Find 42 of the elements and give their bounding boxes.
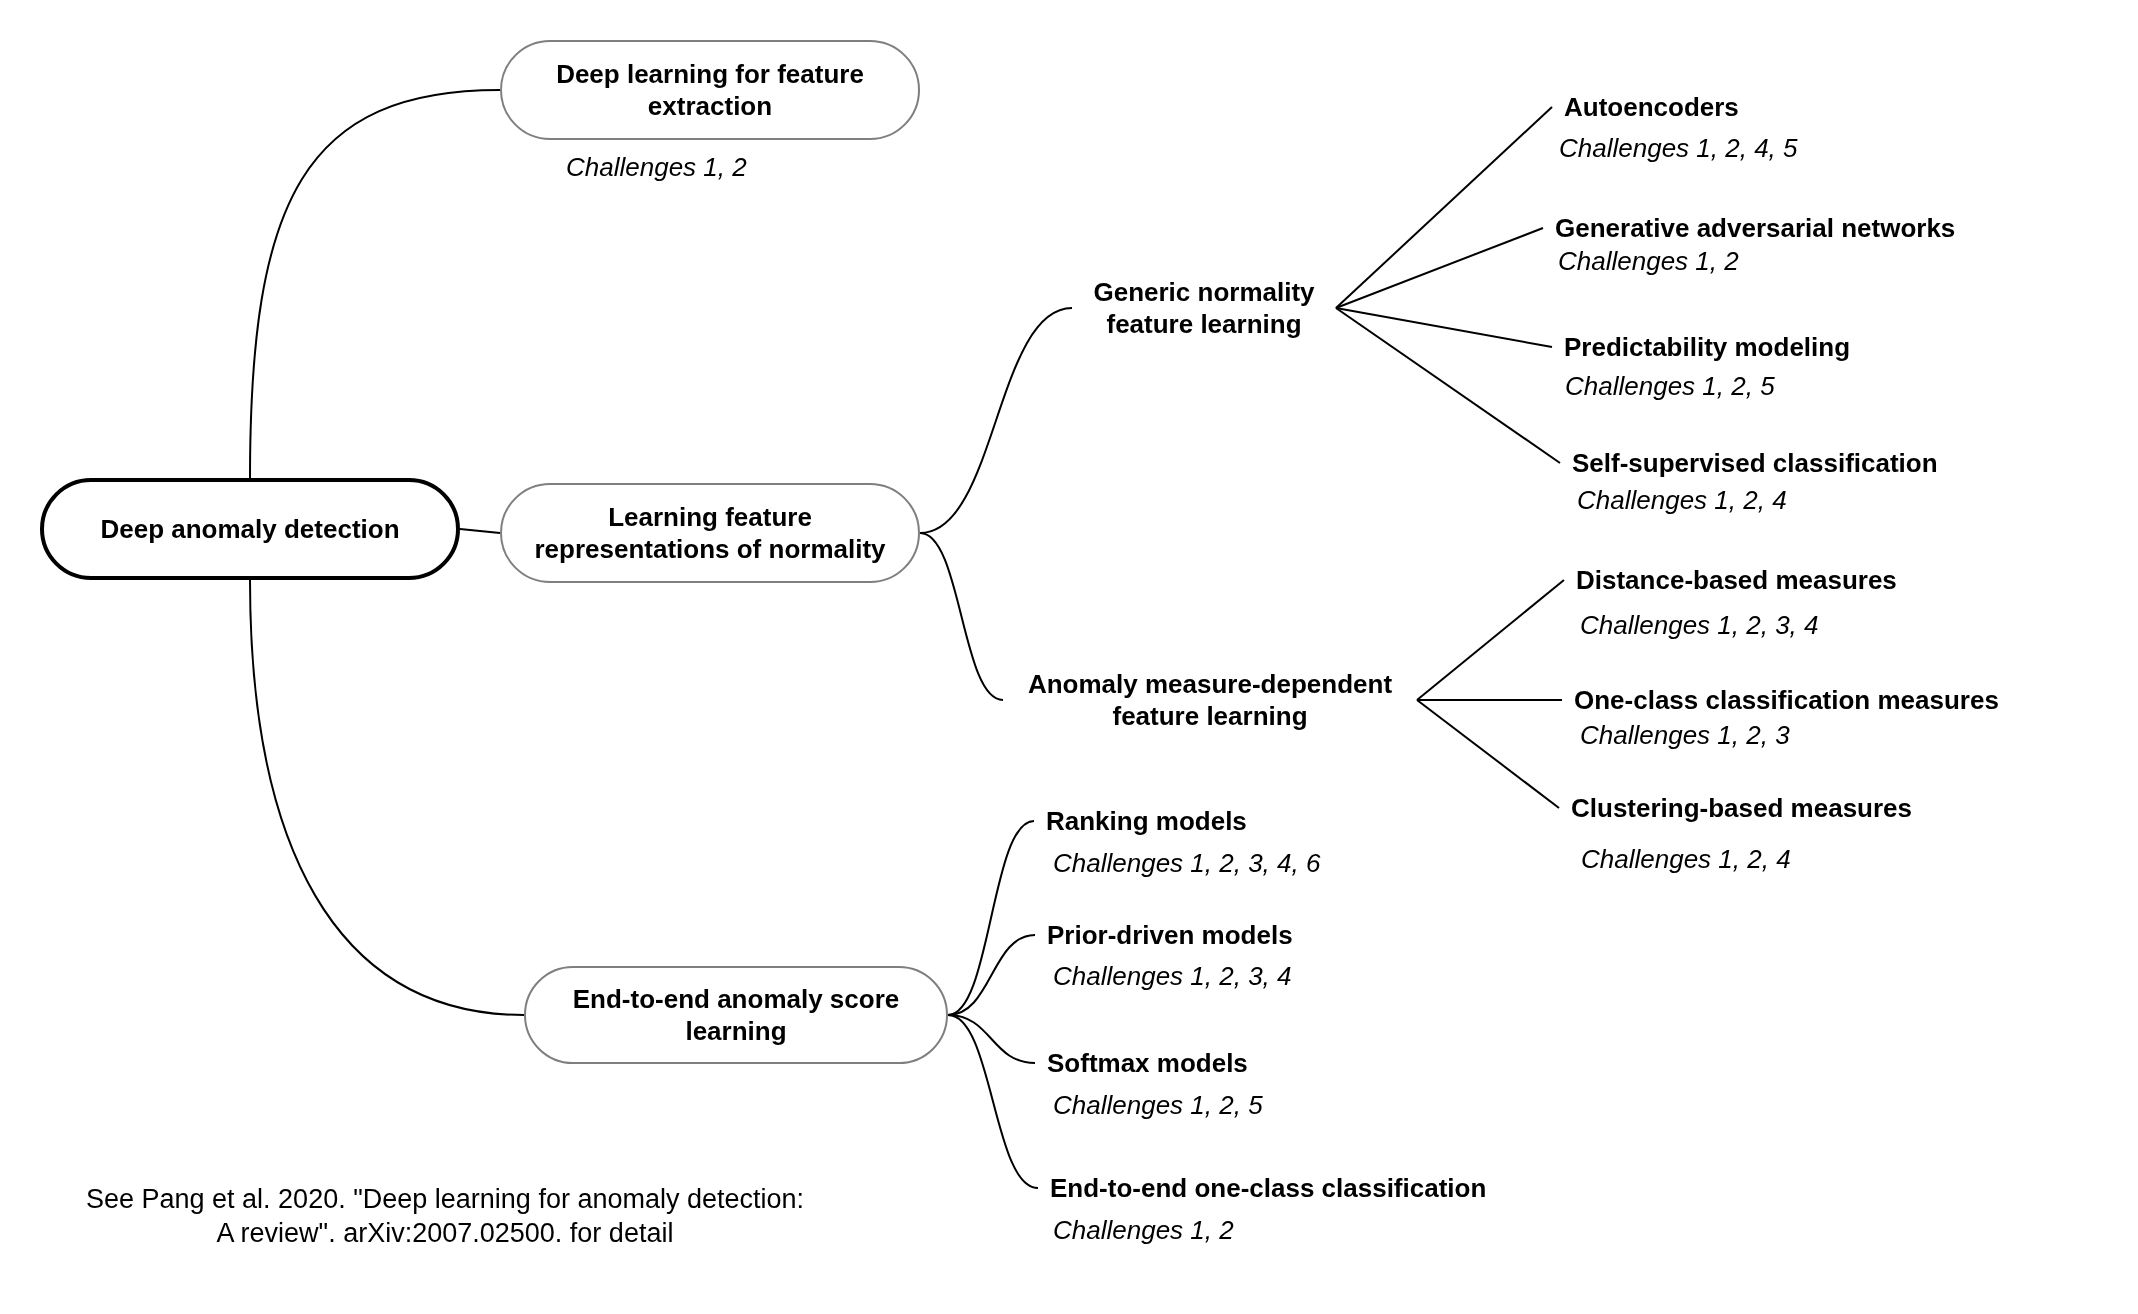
method-label: Prior-driven models (1035, 919, 1305, 951)
challenges-note: Challenges 1, 2, 3 (1580, 719, 1790, 751)
challenges-note: Challenges 1, 2, 4, 5 (1559, 132, 1798, 164)
connector-line (1416, 699, 1560, 809)
connector-line (919, 532, 1004, 701)
method-label: Self-supervised classification (1560, 447, 1950, 479)
method-label: End-to-end one-class classification (1038, 1172, 1499, 1204)
connector-line (1335, 307, 1561, 464)
connector-line (459, 528, 501, 534)
challenges-note: Challenges 1, 2, 5 (1565, 370, 1775, 402)
connector-line (947, 1014, 1039, 1189)
branch-topic-pill: Deep learning for feature extraction (500, 40, 920, 140)
connector-line (1416, 579, 1565, 701)
challenges-note: Challenges 1, 2 (1053, 1214, 1234, 1246)
connector-line (1335, 227, 1544, 309)
connector-line (1335, 106, 1553, 309)
method-label: Distance-based measures (1564, 564, 1909, 596)
branch-topic-pill: Learning feature representations of normality (500, 483, 920, 583)
method-label: One-class classification measures (1562, 684, 2011, 716)
challenges-note: Challenges 1, 2, 4 (1581, 843, 1791, 875)
connector-line (1416, 699, 1563, 701)
method-label: Ranking models (1034, 805, 1259, 837)
method-label: Predictability modeling (1552, 331, 1863, 363)
challenges-note: Challenges 1, 2 (1558, 245, 1739, 277)
citation-note: See Pang et al. 2020. "Deep learning for anomaly detection: A review". arXiv:2007.02500. for detail (84, 1183, 806, 1250)
challenges-note: Challenges 1, 2, 5 (1053, 1089, 1263, 1121)
challenges-note: Challenges 1, 2 (566, 151, 747, 183)
category-heading: Generic normality feature learning (1072, 276, 1336, 340)
connector-line (249, 579, 525, 1016)
challenges-note: Challenges 1, 2, 3, 4, 6 (1053, 847, 1321, 879)
connector-line (1335, 307, 1553, 348)
branch-topic-pill: End-to-end anomaly score learning (524, 966, 948, 1064)
method-label: Softmax models (1035, 1047, 1260, 1079)
connector-line (249, 89, 501, 479)
category-heading: Anomaly measure-dependent feature learning (1003, 668, 1417, 732)
method-label: Autoencoders (1552, 91, 1751, 123)
method-label: Generative adversarial networks (1543, 212, 1968, 244)
method-label: Clustering-based measures (1559, 792, 1924, 824)
challenges-note: Challenges 1, 2, 3, 4 (1580, 609, 1819, 641)
central-topic-pill: Deep anomaly detection (40, 478, 460, 580)
challenges-note: Challenges 1, 2, 4 (1577, 484, 1787, 516)
challenges-note: Challenges 1, 2, 3, 4 (1053, 960, 1292, 992)
